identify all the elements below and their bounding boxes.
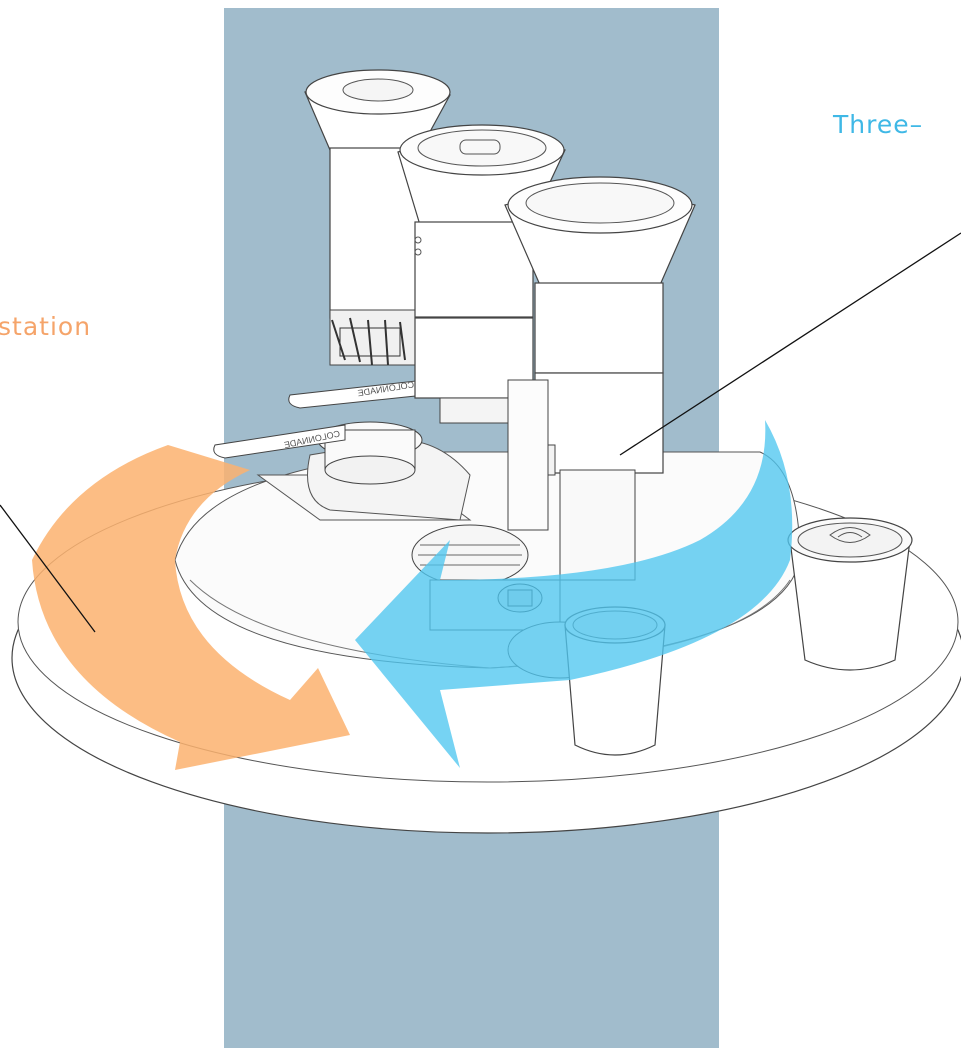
callout-label-right: Three– bbox=[833, 110, 923, 139]
callout-label-left: station bbox=[0, 312, 91, 341]
latte-cup bbox=[788, 518, 912, 670]
